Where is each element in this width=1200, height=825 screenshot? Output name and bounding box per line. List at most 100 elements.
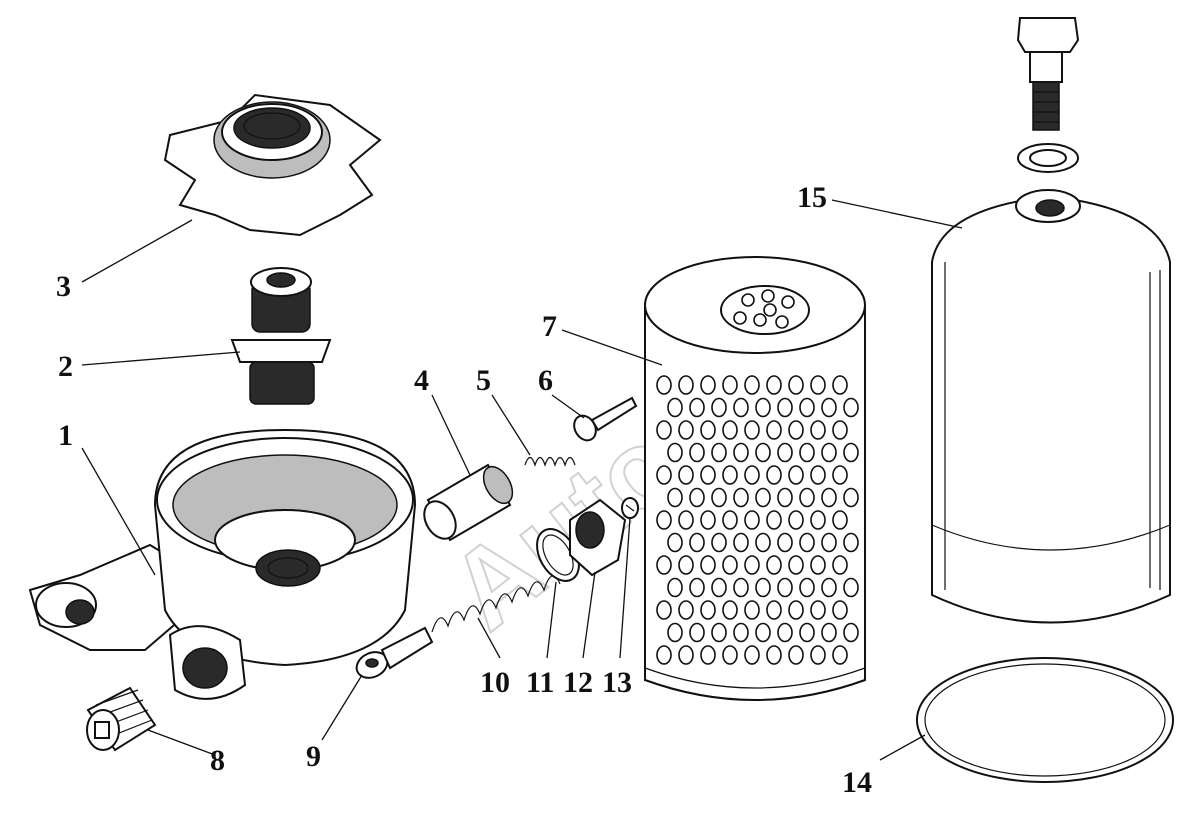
filter-top-hole [775,315,789,329]
part-14-ring [916,657,1174,783]
filter-hole [656,645,672,665]
part-2-fitting [230,267,332,405]
filter-top-holes [733,289,795,329]
filter-hole [766,420,782,440]
filter-hole [678,555,694,575]
filter-hole [722,600,738,620]
leader-5 [491,394,531,456]
filter-hole [788,420,804,440]
filter-hole [667,532,683,553]
filter-top-hole [781,295,795,309]
filter-hole [667,397,683,418]
filter-hole [788,375,804,395]
filter-hole [843,397,859,418]
filter-top-hole [763,303,777,317]
leader-4 [431,394,471,476]
part-7-filter-element [644,256,866,701]
leader-2 [81,351,241,366]
filter-hole [689,577,705,598]
leader-12 [582,571,596,659]
filter-hole [744,600,760,620]
filter-hole [777,487,793,508]
part-4-sleeve [423,463,514,542]
filter-hole [843,622,859,643]
filter-hole [821,442,837,463]
filter-hole [832,645,848,665]
filter-hole [700,420,716,440]
filter-hole [733,577,749,598]
filter-hole [722,420,738,440]
filter-hole [799,397,815,418]
filter-hole [810,555,826,575]
label-part-5: 5 [476,364,491,397]
filter-hole [799,577,815,598]
filter-hole [766,645,782,665]
filter-hole [689,397,705,418]
filter-hole [744,555,760,575]
filter-hole [821,532,837,553]
part-labels: 1 2 3 4 5 6 7 8 9 10 11 12 13 14 15 [56,181,872,799]
label-part-6: 6 [538,364,553,397]
leader-3 [81,219,193,283]
filter-hole [656,465,672,485]
part-6-pin [573,396,638,442]
filter-hole [744,375,760,395]
filter-hole [832,600,848,620]
part-1-housing [28,428,417,700]
filter-hole [722,375,738,395]
filter-top-hole [741,293,755,307]
filter-top-hole [733,311,747,325]
filter-hole [832,510,848,530]
label-part-15: 15 [797,181,827,214]
label-part-14: 14 [842,766,872,799]
filter-hole [744,645,760,665]
label-part-13: 13 [602,666,632,699]
filter-hole [711,487,727,508]
filter-hole [766,555,782,575]
filter-hole [711,442,727,463]
filter-hole [799,532,815,553]
label-part-8: 8 [210,744,225,777]
part-3-cap [163,93,382,237]
part-5-spring [524,456,576,467]
filter-hole [810,420,826,440]
filter-hole [766,375,782,395]
filter-hole [799,487,815,508]
filter-top-hole [761,289,775,303]
leader-10 [477,617,501,659]
part-11-ring [536,528,580,582]
filter-hole [700,645,716,665]
filter-hole [821,577,837,598]
filter-hole [755,622,771,643]
filter-hole [733,442,749,463]
filter-top-hole [753,313,767,327]
filter-hole [799,622,815,643]
filter-hole [755,442,771,463]
filter-hole [667,442,683,463]
filter-hole [755,487,771,508]
filter-hole [656,510,672,530]
label-part-3: 3 [56,270,71,303]
label-part-4: 4 [414,364,429,397]
label-part-10: 10 [480,666,510,699]
filter-hole [788,645,804,665]
filter-hole [733,532,749,553]
filter-hole [832,555,848,575]
filter-hole [788,465,804,485]
part-15-bowl [931,17,1171,624]
filter-hole [722,555,738,575]
filter-hole [722,465,738,485]
filter-hole [667,622,683,643]
filter-hole [667,487,683,508]
filter-hole [755,397,771,418]
filter-hole [788,600,804,620]
filter-hole [678,645,694,665]
filter-body-holes [656,375,859,665]
filter-hole [810,510,826,530]
filter-hole [788,555,804,575]
leader-15 [831,199,963,229]
label-part-11: 11 [526,666,554,699]
filter-hole [722,510,738,530]
filter-hole [744,465,760,485]
label-part-12: 12 [563,666,593,699]
